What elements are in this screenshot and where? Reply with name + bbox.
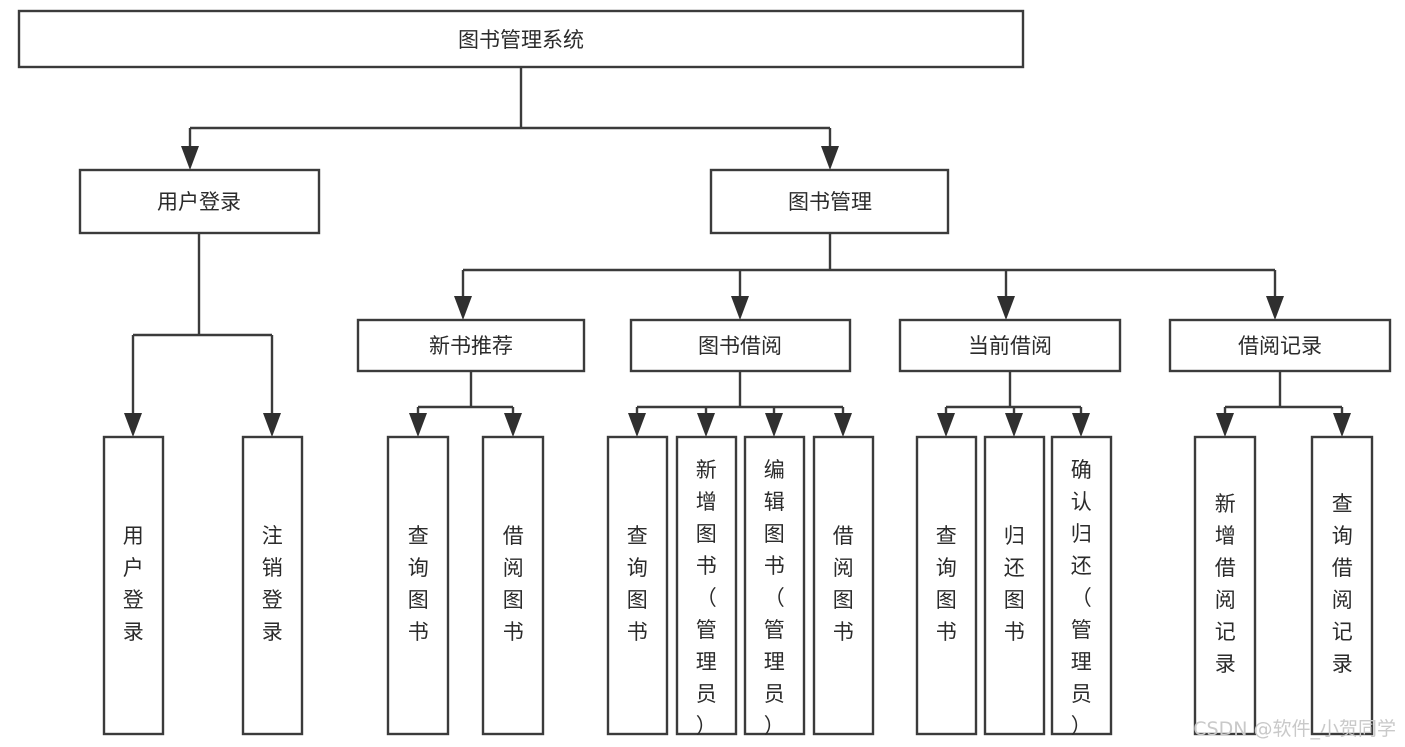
arrowhead-leaf-query-book-3 bbox=[937, 413, 955, 437]
node-leaf-query-book-2[interactable]: 查询图书 bbox=[606, 435, 669, 736]
node-leaf-add-book[interactable]: 新增图书（管理员） bbox=[675, 435, 738, 738]
node-root-label: 图书管理系统 bbox=[458, 28, 584, 52]
node-leaf-confirm-return-label: 确认归还（管理员） bbox=[1071, 458, 1094, 738]
arrowhead-leaf-borrow-book-1 bbox=[504, 413, 522, 437]
arrowhead-borrow-record bbox=[1266, 296, 1284, 320]
node-book-management-label: 图书管理 bbox=[788, 190, 872, 214]
arrowhead-leaf-edit-book bbox=[765, 413, 783, 437]
node-leaf-query-record-box[interactable] bbox=[1310, 435, 1374, 736]
arrowhead-leaf-borrow-book-2 bbox=[834, 413, 852, 437]
node-leaf-query-book-3[interactable]: 查询图书 bbox=[915, 435, 978, 736]
arrowhead-leaf-add-record bbox=[1216, 413, 1234, 437]
node-root[interactable]: 图书管理系统 bbox=[17, 9, 1025, 69]
node-leaf-user-login-box[interactable] bbox=[102, 435, 165, 736]
arrowhead-leaf-query-record bbox=[1333, 413, 1351, 437]
arrowhead-user-login bbox=[181, 146, 199, 170]
arrowhead-book-management bbox=[821, 146, 839, 170]
node-new-book-recommend-label: 新书推荐 bbox=[429, 334, 513, 358]
arrowhead-leaf-confirm-return bbox=[1072, 413, 1090, 437]
node-leaf-query-record-label: 查询借阅记录 bbox=[1332, 492, 1355, 676]
node-borrow-record[interactable]: 借阅记录 bbox=[1168, 318, 1392, 373]
node-user-login-box[interactable] bbox=[78, 168, 321, 235]
arrowhead-leaf-add-book bbox=[697, 413, 715, 437]
node-leaf-user-login-label: 用户登录 bbox=[123, 524, 146, 644]
node-leaf-return-book-box[interactable] bbox=[983, 435, 1046, 736]
node-leaf-query-book-2-box[interactable] bbox=[606, 435, 669, 736]
connector-layer bbox=[124, 67, 1351, 437]
node-borrow-record-box[interactable] bbox=[1168, 318, 1392, 373]
node-book-management-box[interactable] bbox=[709, 168, 950, 235]
node-leaf-query-book-3-label: 查询图书 bbox=[936, 524, 959, 644]
node-leaf-query-book-3-box[interactable] bbox=[915, 435, 978, 736]
node-leaf-logout-label: 注销登录 bbox=[262, 524, 285, 644]
node-borrow-record-label: 借阅记录 bbox=[1238, 334, 1322, 358]
node-book-borrow-box[interactable] bbox=[629, 318, 852, 373]
arrowhead-leaf-query-book-1 bbox=[409, 413, 427, 437]
arrowhead-leaf-logout bbox=[263, 413, 281, 437]
node-leaf-confirm-return-box[interactable] bbox=[1050, 435, 1113, 736]
node-leaf-add-record-box[interactable] bbox=[1193, 435, 1257, 736]
node-leaf-query-book-1-box[interactable] bbox=[386, 435, 450, 736]
arrowhead-new-book-recommend bbox=[454, 296, 472, 320]
node-root-box[interactable] bbox=[17, 9, 1025, 69]
node-leaf-edit-book[interactable]: 编辑图书（管理员） bbox=[743, 435, 806, 738]
node-leaf-borrow-book-2-label: 借阅图书 bbox=[833, 524, 856, 644]
node-user-login[interactable]: 用户登录 bbox=[78, 168, 321, 235]
node-leaf-edit-book-box[interactable] bbox=[743, 435, 806, 736]
node-leaf-borrow-book-1[interactable]: 借阅图书 bbox=[481, 435, 545, 736]
node-book-management[interactable]: 图书管理 bbox=[709, 168, 950, 235]
node-leaf-confirm-return[interactable]: 确认归还（管理员） bbox=[1050, 435, 1113, 738]
node-leaf-borrow-book-1-box[interactable] bbox=[481, 435, 545, 736]
node-user-login-label: 用户登录 bbox=[157, 190, 241, 214]
arrowhead-leaf-user-login bbox=[124, 413, 142, 437]
node-leaf-query-record[interactable]: 查询借阅记录 bbox=[1310, 435, 1374, 736]
node-leaf-borrow-book-2-box[interactable] bbox=[812, 435, 875, 736]
node-current-borrow-label: 当前借阅 bbox=[968, 334, 1052, 358]
node-leaf-borrow-book-1-label: 借阅图书 bbox=[503, 524, 526, 644]
node-leaf-add-record-label: 新增借阅记录 bbox=[1215, 492, 1238, 676]
node-new-book-recommend-box[interactable] bbox=[356, 318, 586, 373]
node-current-borrow-box[interactable] bbox=[898, 318, 1122, 373]
node-leaf-return-book-label: 归还图书 bbox=[1004, 524, 1027, 644]
node-leaf-add-record[interactable]: 新增借阅记录 bbox=[1193, 435, 1257, 736]
arrowhead-current-borrow bbox=[997, 296, 1015, 320]
node-current-borrow[interactable]: 当前借阅 bbox=[898, 318, 1122, 373]
arrowhead-leaf-query-book-2 bbox=[628, 413, 646, 437]
node-leaf-add-book-box[interactable] bbox=[675, 435, 738, 736]
node-leaf-query-book-1[interactable]: 查询图书 bbox=[386, 435, 450, 736]
node-new-book-recommend[interactable]: 新书推荐 bbox=[356, 318, 586, 373]
node-leaf-return-book[interactable]: 归还图书 bbox=[983, 435, 1046, 736]
node-leaf-query-book-2-label: 查询图书 bbox=[627, 524, 650, 644]
node-leaf-add-book-label: 新增图书（管理员） bbox=[696, 458, 719, 738]
arrowhead-leaf-return-book bbox=[1005, 413, 1023, 437]
watermark-text: CSDN @软件_小贺同学 bbox=[1193, 718, 1396, 740]
node-leaf-logout-box[interactable] bbox=[241, 435, 304, 736]
node-book-borrow[interactable]: 图书借阅 bbox=[629, 318, 852, 373]
node-book-borrow-label: 图书借阅 bbox=[698, 334, 782, 358]
node-leaf-borrow-book-2[interactable]: 借阅图书 bbox=[812, 435, 875, 736]
node-leaf-user-login[interactable]: 用户登录 bbox=[102, 435, 165, 736]
node-leaf-query-book-1-label: 查询图书 bbox=[408, 524, 431, 644]
arrowhead-book-borrow bbox=[731, 296, 749, 320]
node-leaf-logout[interactable]: 注销登录 bbox=[241, 435, 304, 736]
node-leaf-edit-book-label: 编辑图书（管理员） bbox=[764, 458, 787, 738]
